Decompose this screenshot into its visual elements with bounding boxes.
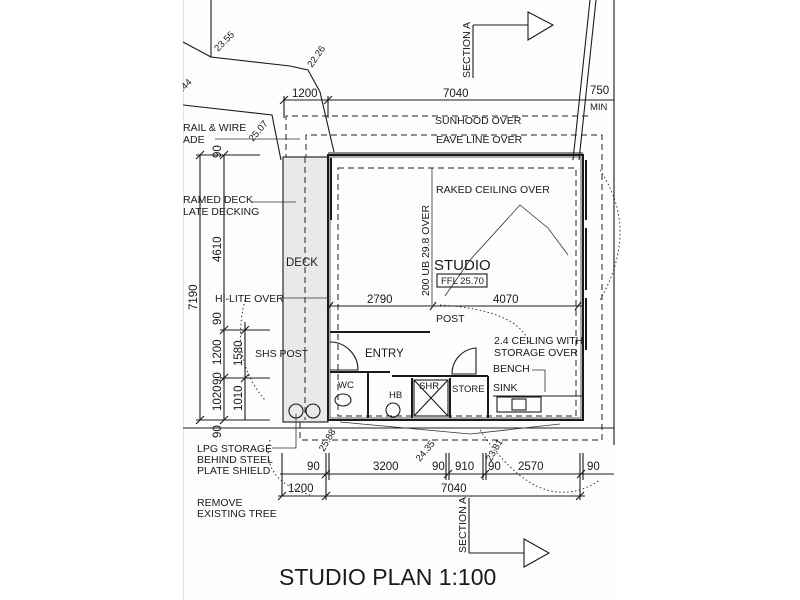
dim-bot-90: 90 [307,461,320,473]
dim-left-90: 90 [212,425,224,438]
lpg-leader [272,414,297,449]
interior-dimension [326,301,583,311]
dim-top-7040: 7040 [443,88,469,100]
contour-line [339,421,561,435]
left-dimension-lines [195,150,270,425]
sunhood-eave-lines [285,115,603,440]
note-eave: EAVE LINE OVER [436,134,523,146]
dim-bot-90: 90 [488,461,501,473]
note-shs-post: SHS POST [255,348,309,360]
note-deck-2: LATE DECKING [183,206,259,218]
dim-750: 750 [590,85,609,97]
room-store: STORE [452,384,485,395]
raked-arrow [444,204,569,297]
dim-4070: 4070 [493,294,519,306]
basin-icon [385,402,401,418]
dim-left-1020: 1020 [212,385,224,411]
dim-bot-2570: 2570 [518,461,544,473]
bench-leader [532,369,546,392]
note-bench: BENCH [493,363,530,375]
section-a-label: SECTION A [461,22,473,78]
dim-2790: 2790 [367,294,393,306]
drawing-title: STUDIO PLAN 1:100 [279,564,496,590]
dim-left-1010: 1010 [233,385,245,411]
top-dimension-lines [279,95,614,118]
dim-left-90: 90 [212,372,224,385]
note-beam: 200 UB 29.8 OVER [420,205,432,296]
dim-left-90: 90 [212,145,224,158]
entry-door-swing [329,341,359,371]
section-a-label: SECTION A [457,497,469,553]
section-marker-bottom[interactable] [468,498,551,568]
sink-unit [496,396,542,413]
room-shr: SHR [419,381,439,392]
ffl-level: FFL 25.70 [441,276,484,287]
dim-bot-7040: 7040 [441,483,467,495]
dim-bot-1200: 1200 [288,483,314,495]
note-deck-1: RAMED DECK [183,194,253,206]
room-studio: STUDIO [434,257,491,274]
level-label: 22.26 [305,44,328,70]
note-tree-2: EXISTING TREE [197,508,277,520]
dim-left-1580: 1580 [233,340,245,366]
room-entry: ENTRY [365,348,404,360]
note-hilite: HI-LITE OVER [215,293,284,305]
note-raked-ceiling: RAKED CEILING OVER [436,184,550,196]
dim-bot-90: 90 [432,461,445,473]
bottom-dimension-lines [277,453,614,501]
raked-ceiling-outline [337,167,577,417]
ffl-box [436,273,488,288]
dim-left-4610: 4610 [212,236,224,262]
site-contours [182,0,615,445]
dim-bot-3200: 3200 [373,461,399,473]
room-deck: DECK [286,257,318,269]
toilet-icon [334,393,352,407]
dim-bot-90: 90 [587,461,600,473]
note-sunhood: SUNHOOD OVER [435,115,522,127]
tree-canopy [439,304,531,346]
tree-canopy [240,299,266,401]
sink-bowl-icon [511,398,527,411]
level-label: 25.07 [247,119,271,144]
studio-walls [327,152,587,421]
dim-top-1200: 1200 [292,88,318,100]
note-ceiling-1: 2.4 CEILING WITH [494,335,583,347]
dim-bot-910: 910 [455,461,474,473]
dim-left-1200: 1200 [212,339,224,365]
interior-walls [330,331,583,418]
note-lpg-3: PLATE SHIELD [197,465,271,477]
tree-canopy [599,169,621,301]
dim-left-7190: 7190 [188,284,200,310]
level-label: 23.55 [212,30,237,55]
note-post: POST [436,313,465,325]
note-lpg-2: BEHIND STEEL [197,454,273,466]
note-ceiling-2: STORAGE OVER [494,347,578,359]
store-door-swing [451,347,477,375]
level-label: .44 [177,77,194,94]
shower-tray [413,379,449,417]
dim-min-label: MIN [590,102,608,113]
note-rail-1: RAIL & WIRE [183,122,246,134]
room-wc: WC [338,380,354,391]
note-sink: SINK [493,382,518,394]
room-hb: HB [389,390,402,401]
note-rail-2: ADE [183,134,205,146]
note-tree-1: REMOVE [197,497,243,509]
note-lpg-1: LPG STORAGE [197,443,272,455]
tree-canopy [479,429,601,493]
dim-left-90: 90 [212,312,224,325]
lpg-bottle [305,403,321,419]
section-marker-top[interactable] [472,11,555,78]
